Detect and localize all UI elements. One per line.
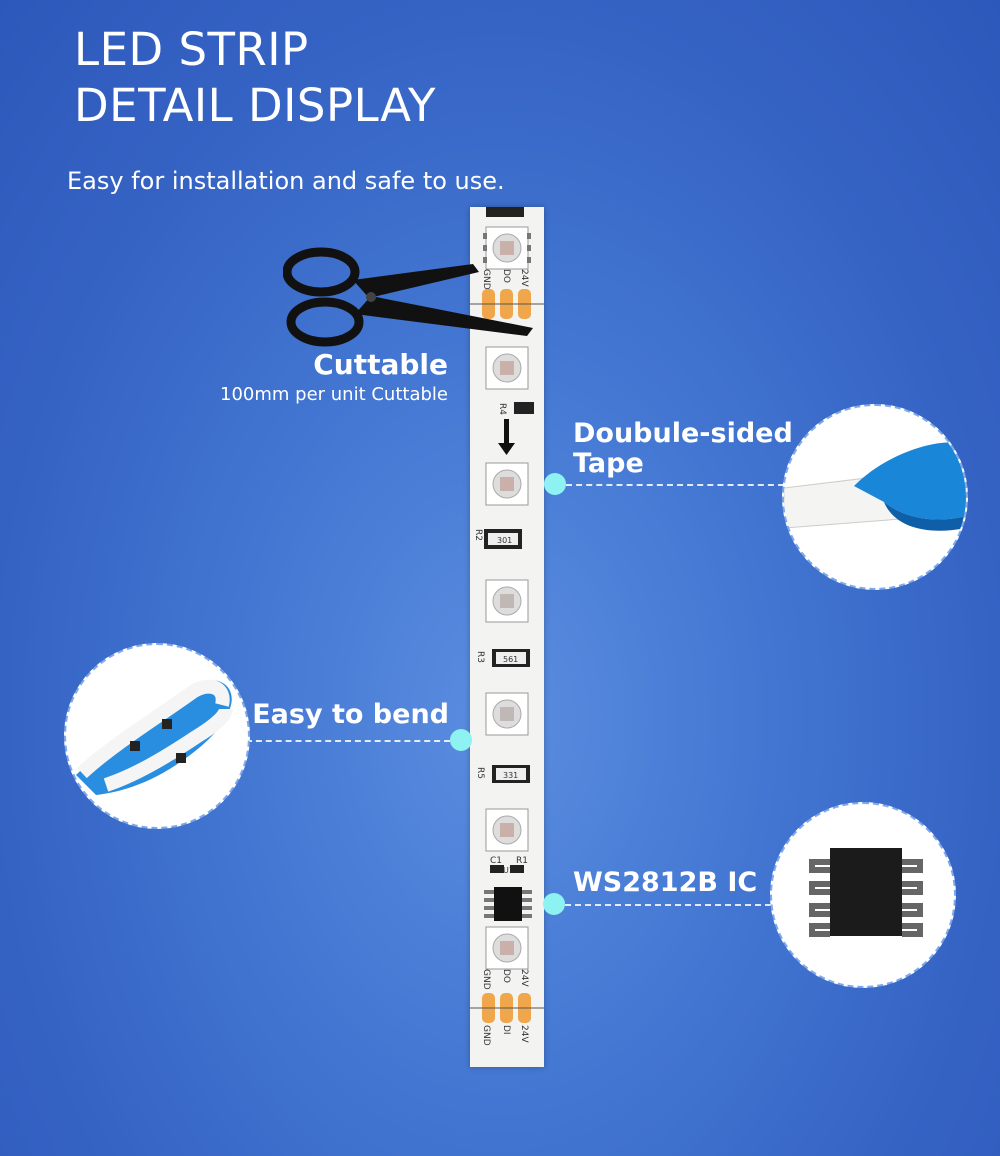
tape-label-line-1: Doubule-sided <box>573 418 793 449</box>
pad-label-gnd: GND <box>481 269 491 290</box>
pad-label-do-2: DO <box>501 969 511 983</box>
tape-label-line-2: Tape <box>573 448 644 479</box>
cuttable-label: Cuttable <box>313 348 448 381</box>
pad-label-24v-3: 24V <box>519 1025 529 1043</box>
bend-detail-circle <box>64 643 250 829</box>
page-title: LED STRIP DETAIL DISPLAY <box>74 22 436 134</box>
title-line-1: LED STRIP <box>74 23 309 76</box>
resistor-label-r4: R4 <box>497 403 507 415</box>
ic-detail-image <box>809 848 923 937</box>
pad-label-24v: 24V <box>519 269 529 287</box>
resistor-label-r2: R2 <box>473 529 483 541</box>
resistor-label-r5: R5 <box>475 767 485 779</box>
pad-label-gnd-2: GND <box>481 969 491 990</box>
scissors-icon <box>283 247 533 347</box>
resistor-code-301: 301 <box>497 536 512 545</box>
resistor-code-331: 331 <box>503 771 518 780</box>
ic-label: WS2812B IC <box>573 867 758 898</box>
resistor-code-561: 561 <box>503 655 518 664</box>
title-line-2: DETAIL DISPLAY <box>74 79 437 132</box>
tape-detail-circle <box>782 404 968 590</box>
pad-label-24v-2: 24V <box>519 969 529 987</box>
ic-detail-circle <box>770 802 956 988</box>
tape-detail-image <box>784 442 966 531</box>
ic-callout-line <box>565 904 771 906</box>
ic-label-c1: C1 <box>490 856 502 866</box>
pad-label-gnd-3: GND <box>481 1025 491 1046</box>
led-strip: GND DO 24V R4 301 R2 <box>470 207 544 1067</box>
led-chip <box>483 226 531 270</box>
bend-callout-dot <box>450 729 472 751</box>
arrow-down-icon <box>498 419 515 455</box>
ic-label-r1: R1 <box>516 856 528 866</box>
page-subtitle: Easy for installation and safe to use. <box>67 167 505 195</box>
ic-label-u1: U1 <box>503 866 514 875</box>
bend-label: Easy to bend <box>252 699 449 730</box>
bend-callout-line <box>246 740 450 742</box>
ic-callout-dot <box>543 893 565 915</box>
cuttable-sublabel: 100mm per unit Cuttable <box>220 384 448 405</box>
bend-detail-image <box>76 679 233 795</box>
tape-callout-line <box>566 484 784 486</box>
led-strip-drawing: GND DO 24V R4 301 R2 <box>470 207 544 1046</box>
pad-label-do: DO <box>501 269 511 283</box>
tape-label: Doubule-sided Tape <box>573 419 793 479</box>
tape-callout-dot <box>544 473 566 495</box>
resistor-label-r3: R3 <box>475 651 485 663</box>
pad-label-di-3: DI <box>501 1025 511 1035</box>
